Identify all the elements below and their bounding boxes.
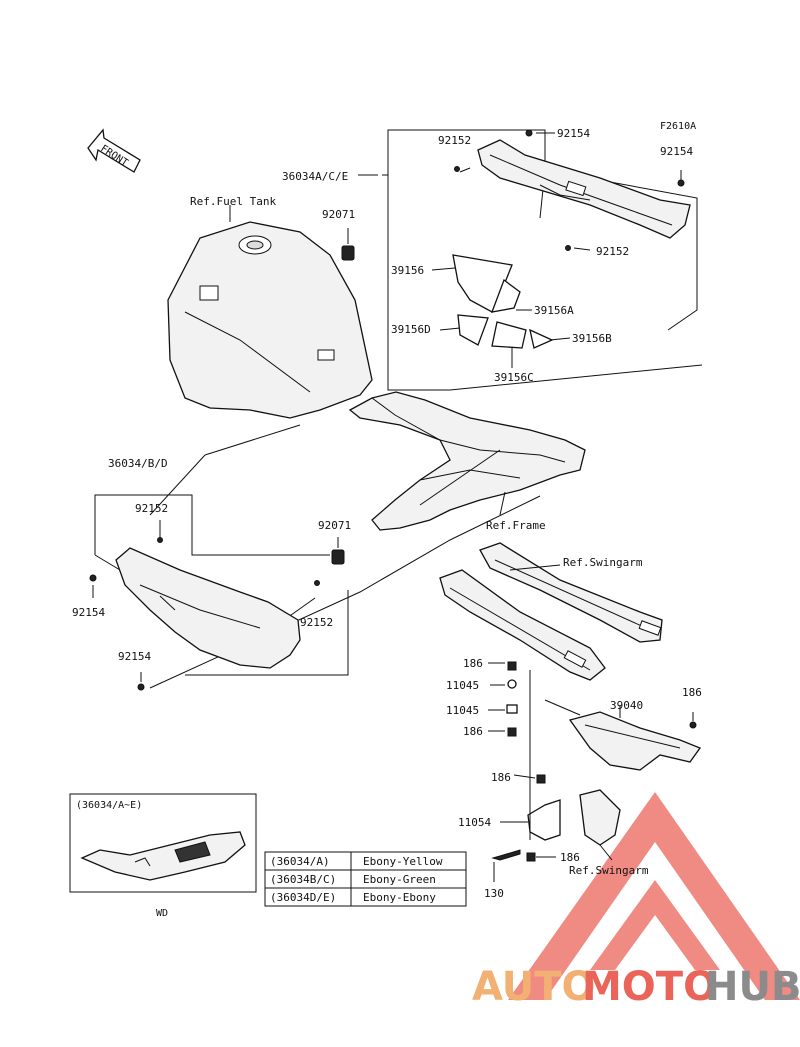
- bolt-92154-top: [525, 129, 533, 137]
- swingarm-ref: [439, 542, 663, 681]
- color-name-a: Ebony-Yellow: [363, 855, 443, 868]
- label-92152-left: 92152: [135, 502, 168, 515]
- label-186-c: 186: [491, 771, 511, 784]
- grommet-92152-top: [454, 166, 460, 172]
- bracket-11054: [527, 799, 561, 841]
- color-name-de: Ebony-Ebony: [363, 891, 436, 904]
- bolt-130: [491, 849, 521, 861]
- grommet-92152-right: [314, 580, 320, 586]
- front-arrow-icon: FRONT: [87, 128, 141, 173]
- collar-11045-b: [506, 704, 518, 714]
- label-186-right: 186: [682, 686, 702, 699]
- label-92154-left: 92154: [72, 606, 105, 619]
- damper-92071-mid: [331, 549, 345, 565]
- label-92071-top: 92071: [322, 208, 355, 221]
- cover-group-right: [341, 129, 703, 391]
- label-39156A: 39156A: [534, 304, 574, 317]
- color-code-bc: (36034B/C): [270, 873, 336, 886]
- fuel-tank-ref: [167, 205, 373, 419]
- bolt-92154-left: [89, 574, 97, 582]
- watermark-triangle-outer: [508, 792, 800, 1000]
- cover-group-left: [89, 424, 541, 691]
- label-36034BD: 36034/B/D: [108, 457, 168, 470]
- label-92154-right: 92154: [660, 145, 693, 158]
- collar-11045-a: [507, 679, 517, 689]
- label-92071-mid: 92071: [318, 519, 351, 532]
- label-39156B: 39156B: [572, 332, 612, 345]
- grommet-92152-mid: [565, 245, 571, 251]
- label-11054: 11054: [458, 816, 491, 829]
- chain-guard-group: [488, 661, 702, 882]
- color-table: (36034/A) Ebony-Yellow (36034B/C) Ebony-…: [264, 851, 467, 907]
- grommet-92152-left: [157, 537, 163, 543]
- decal-39156B: [529, 328, 554, 349]
- bolt-186-c: [536, 774, 546, 784]
- ref-frame-label: Ref.Frame: [486, 519, 546, 532]
- bolt-186-right: [689, 721, 697, 729]
- figure-code: F2610A: [660, 121, 696, 132]
- label-186-a: 186: [463, 657, 483, 670]
- ref-swingarm-top-label: Ref.Swingarm: [563, 556, 643, 569]
- decal-39156D: [457, 314, 489, 346]
- label-92152-mid: 92152: [596, 245, 629, 258]
- ref-swingarm-bottom-label: Ref.Swingarm: [569, 864, 649, 877]
- color-code-de: (36034D/E): [270, 891, 336, 904]
- label-39156: 39156: [391, 264, 424, 277]
- label-36034ACE: 36034A/C/E: [282, 170, 348, 183]
- label-92152-right: 92152: [300, 616, 333, 629]
- label-186-b: 186: [463, 725, 483, 738]
- damper-92071-top: [341, 245, 355, 261]
- label-39040: 39040: [610, 699, 643, 712]
- watermark-text-moto: MOTO: [582, 964, 717, 1010]
- label-92154-bottom: 92154: [118, 650, 151, 663]
- label-92152-top: 92152: [438, 134, 471, 147]
- left-side-cover: [115, 547, 301, 669]
- label-11045-a: 11045: [446, 679, 479, 692]
- chain-guard-39040: [568, 711, 702, 771]
- label-39156D: 39156D: [391, 323, 431, 336]
- color-code-a: (36034/A): [270, 855, 330, 868]
- decal-39156A: [490, 278, 521, 313]
- bolt-92154-right: [677, 179, 685, 187]
- watermark-triangle-inner: [590, 880, 720, 970]
- label-39156C: 39156C: [494, 371, 534, 384]
- bolt-92154-bottom: [137, 683, 145, 691]
- bolt-186-a: [507, 661, 517, 671]
- color-name-bc: Ebony-Green: [363, 873, 436, 886]
- decal-39156C: [491, 321, 527, 349]
- label-11045-b: 11045: [446, 704, 479, 717]
- watermark-logo: AUTO MOTO HUB: [472, 792, 800, 1010]
- label-130: 130: [484, 887, 504, 900]
- bolt-186-d: [526, 852, 536, 862]
- bolt-186-b: [507, 727, 517, 737]
- inset-panel: (36034/A~E) WD: [69, 793, 257, 919]
- inset-title: (36034/A~E): [76, 800, 142, 811]
- watermark-text-hub: HUB: [705, 964, 800, 1010]
- inset-cover-thumbnail: [80, 831, 246, 881]
- label-92154-top: 92154: [557, 127, 590, 140]
- ref-fuel-tank-label: Ref.Fuel Tank: [190, 195, 276, 208]
- inset-caption: WD: [156, 908, 168, 919]
- frame-ref: [348, 391, 586, 531]
- watermark-text-auto: AUTO: [472, 964, 596, 1010]
- label-186-d: 186: [560, 851, 580, 864]
